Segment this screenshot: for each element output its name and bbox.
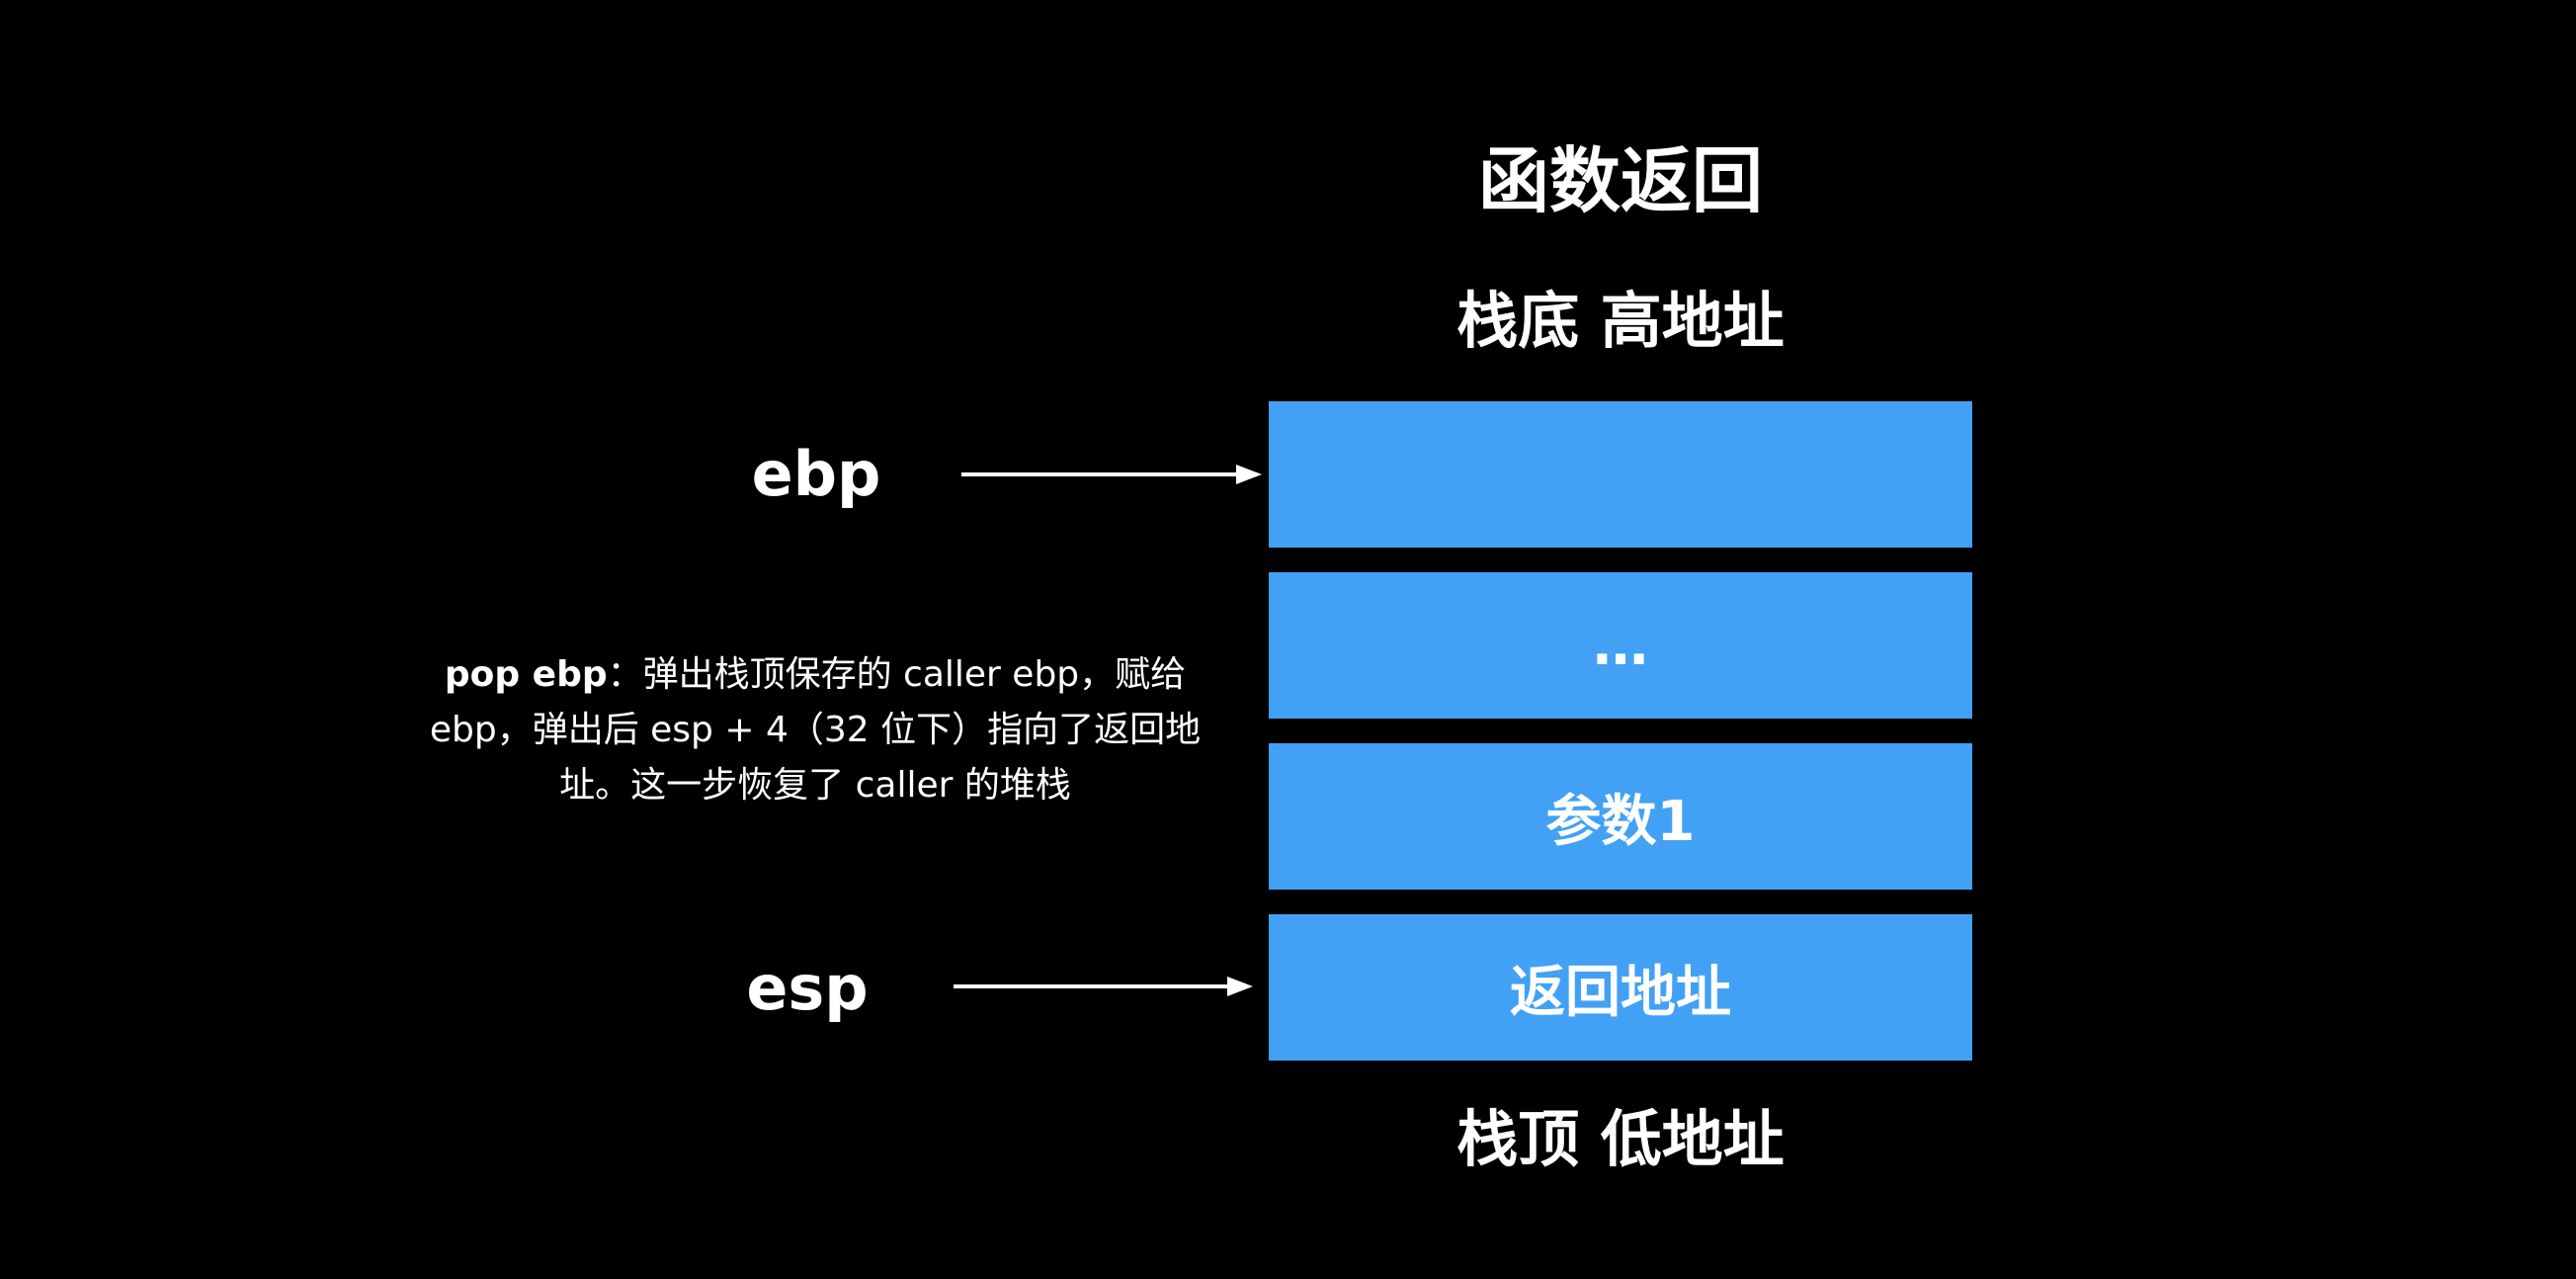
diagram-title: 函数返回 [1477,139,1763,222]
stack-slot-param-1: 参数1 [1269,743,1972,890]
stack-top-label: 栈顶 低地址 [1456,1103,1785,1175]
note-instruction: pop ebp [444,654,608,695]
stack: … 参数1 返回地址 [1269,401,1972,1061]
esp-register-label: esp [746,952,869,1024]
ebp-register-label: ebp [751,438,881,510]
stack-bottom-label: 栈底 高地址 [1456,285,1785,357]
ebp-pointer-arrow [961,465,1262,484]
pop-ebp-note: pop ebp：弹出栈顶保存的 caller ebp，赋给 ebp，弹出后 es… [425,647,1205,813]
stack-slot-ellipsis: … [1269,572,1972,719]
note-text: ：弹出栈顶保存的 caller ebp，赋给 ebp，弹出后 esp + 4（3… [429,654,1202,806]
stack-slot-ebp-frame [1269,401,1972,548]
esp-pointer-arrow [954,977,1253,996]
stack-slot-return-address: 返回地址 [1269,914,1972,1061]
